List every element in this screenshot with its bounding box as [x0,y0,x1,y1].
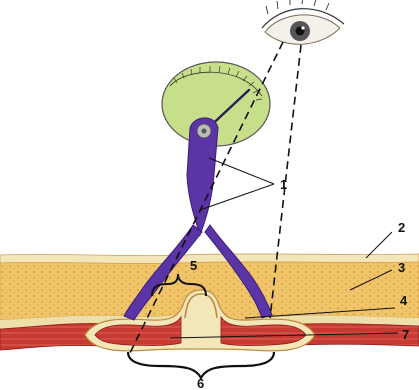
label-5: 5 [190,258,197,273]
label-3: 3 [398,260,405,275]
brace-fold-width [128,352,274,378]
label-2: 2 [398,220,405,235]
eye-icon [262,0,344,44]
label-6: 6 [197,376,204,390]
label-7: 7 [402,327,409,342]
label-1: 1 [280,177,287,192]
label-4: 4 [400,293,408,308]
